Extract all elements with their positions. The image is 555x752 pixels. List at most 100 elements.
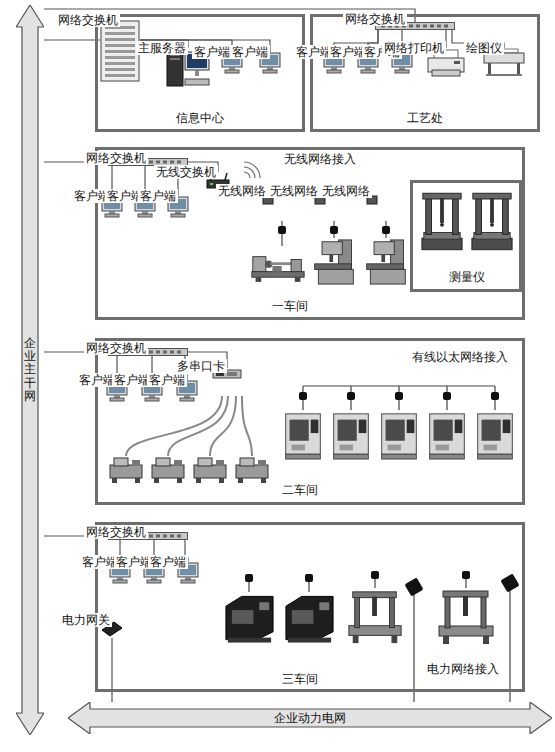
gantry-machine bbox=[439, 591, 493, 644]
icon-part bbox=[167, 50, 183, 86]
device-label: 客户端 bbox=[147, 373, 187, 387]
cnc-machine bbox=[430, 414, 465, 459]
band-label: 企业主干网 bbox=[23, 334, 37, 406]
device: 网络打印机 bbox=[426, 48, 466, 78]
icon-part bbox=[180, 398, 194, 401]
department-box: 信息中心网络交换机主服务器客户端客户端 bbox=[95, 14, 305, 132]
lathe bbox=[252, 257, 304, 282]
icon-part bbox=[149, 351, 153, 354]
device: 网络交换机 bbox=[108, 532, 188, 540]
device: 客户端 bbox=[390, 52, 414, 74]
icon-part bbox=[149, 161, 153, 164]
icon-part bbox=[105, 62, 135, 65]
icon-part bbox=[177, 351, 181, 354]
serial-cables bbox=[126, 396, 252, 456]
device-label: 无线网络 bbox=[320, 184, 372, 198]
device: 客户端 bbox=[176, 562, 200, 584]
device-label: 网络交换机 bbox=[84, 341, 148, 355]
ethernet-adapters bbox=[299, 392, 499, 400]
icon-part bbox=[105, 56, 135, 59]
device-label: 客户端 bbox=[192, 45, 232, 59]
network-link bbox=[44, 39, 100, 40]
milling-machine bbox=[315, 240, 354, 284]
icon-part bbox=[177, 535, 181, 538]
icon-part bbox=[454, 61, 460, 64]
band-shape bbox=[16, 5, 44, 735]
section-heading: 测量仪 bbox=[447, 270, 487, 284]
icon-part bbox=[486, 74, 522, 76]
icon-part bbox=[437, 25, 441, 28]
icon-part bbox=[225, 70, 239, 73]
device-label: 网络打印机 bbox=[382, 41, 446, 55]
section-heading: 二车间 bbox=[280, 483, 320, 497]
device-label: 网络交换机 bbox=[56, 13, 120, 27]
section-heading: 工艺处 bbox=[405, 111, 445, 125]
icon-part bbox=[110, 398, 124, 401]
cmm-machine bbox=[472, 193, 512, 249]
device-label: 网络交换机 bbox=[84, 151, 148, 165]
access-label: 电力网络接入 bbox=[425, 662, 501, 676]
icon-part bbox=[170, 535, 174, 538]
icon-part bbox=[163, 351, 167, 354]
device-label: 客户端 bbox=[230, 45, 270, 59]
icon-part bbox=[444, 25, 448, 28]
section-heading: 三车间 bbox=[280, 672, 320, 686]
access-label: 无线网络接入 bbox=[282, 152, 358, 166]
icon-part bbox=[195, 70, 199, 76]
device-label: 客户端 bbox=[148, 555, 188, 569]
icon-part bbox=[105, 74, 135, 77]
device-label: 客户端 bbox=[77, 373, 117, 387]
network-band: 企业动力电网 bbox=[68, 702, 552, 734]
icon-part bbox=[430, 25, 434, 28]
device-label: 客户端 bbox=[112, 373, 152, 387]
device-label: 无线交换机 bbox=[154, 165, 218, 179]
icon-part bbox=[171, 214, 185, 217]
cnc-machine bbox=[382, 414, 417, 459]
cnc-machine bbox=[334, 414, 369, 459]
black-machine bbox=[286, 596, 333, 642]
device-label: 网络交换机 bbox=[343, 12, 407, 26]
icon-part bbox=[177, 161, 181, 164]
gantry-machine bbox=[349, 592, 401, 643]
icon-part bbox=[170, 58, 180, 60]
device: 绘图仪 bbox=[482, 48, 526, 78]
icon-part bbox=[149, 535, 153, 538]
icon-part bbox=[210, 183, 213, 185]
milling-machine bbox=[367, 240, 406, 284]
icon-part bbox=[156, 535, 160, 538]
band-shape bbox=[68, 702, 552, 734]
icon-part bbox=[395, 70, 409, 73]
device-label: 电力网关 bbox=[60, 613, 112, 627]
icon-part bbox=[170, 351, 174, 354]
icon-part bbox=[181, 580, 195, 583]
icon-part bbox=[105, 38, 135, 41]
device-label: 网络交换机 bbox=[84, 525, 148, 539]
icon-part bbox=[156, 161, 160, 164]
black-machine bbox=[226, 596, 273, 642]
icon-part bbox=[227, 372, 237, 376]
icon-part bbox=[145, 398, 159, 401]
section-heading: 信息中心 bbox=[174, 111, 226, 125]
serial-machine bbox=[110, 458, 142, 483]
device: 电力网关 bbox=[100, 620, 124, 638]
icon-part bbox=[101, 21, 139, 81]
ethernet-bus bbox=[303, 386, 495, 410]
device-label: 客户端 bbox=[138, 189, 178, 203]
access-label: 有线以太网络接入 bbox=[410, 350, 510, 364]
network-band: 企业主干网 bbox=[16, 5, 44, 735]
device: 无线网络 bbox=[366, 195, 378, 205]
device-label: 无线网络 bbox=[268, 184, 320, 198]
icon-part bbox=[185, 79, 209, 85]
device: 客户端 bbox=[166, 196, 190, 218]
section-heading: 一车间 bbox=[270, 299, 310, 313]
serial-machine bbox=[194, 458, 226, 483]
icon-part bbox=[327, 70, 341, 73]
serial-machine bbox=[152, 458, 184, 483]
band-label: 企业动力电网 bbox=[270, 711, 350, 725]
icon-part bbox=[416, 25, 420, 28]
icon-part bbox=[163, 161, 167, 164]
department-box: 工艺处网络交换机客户端客户端客户端网络打印机绘图仪 bbox=[310, 14, 540, 132]
icon-part bbox=[361, 70, 375, 73]
